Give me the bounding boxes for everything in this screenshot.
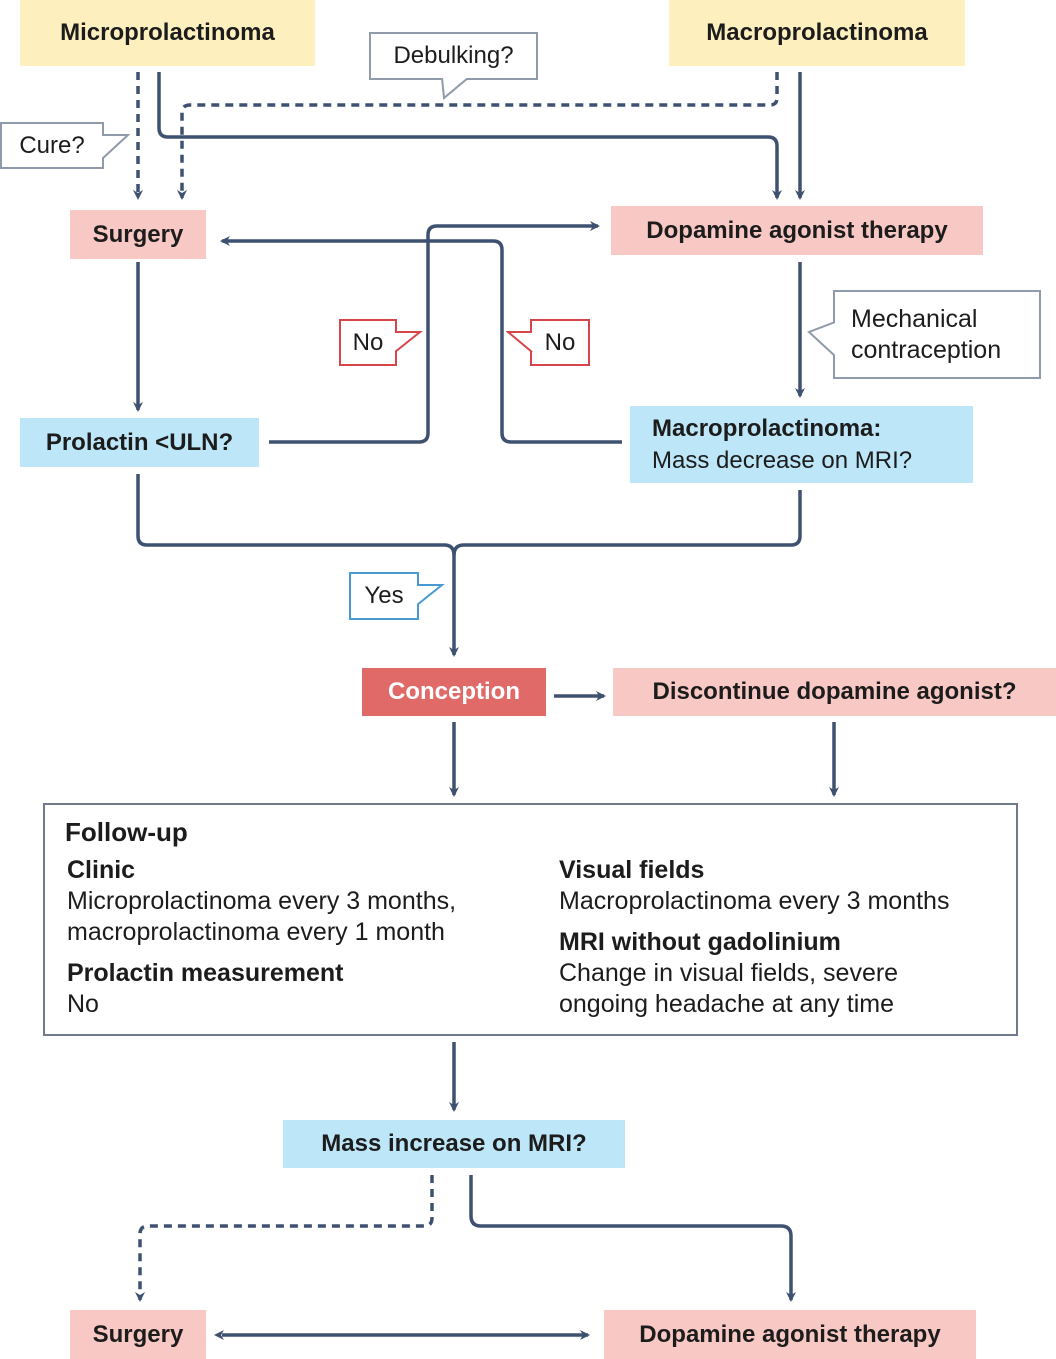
node-label: Prolactin <ULN? [45, 428, 234, 456]
no-left-callout: No [339, 319, 397, 366]
prolactin-heading: Prolactin measurement [67, 959, 344, 987]
no-left-callout-pointer [395, 331, 423, 353]
clinic-text: Microprolactinoma every 3 months, [67, 887, 457, 915]
conception-node: Conception [362, 668, 546, 716]
connector-massincrease-surgery [135, 1175, 434, 1302]
connector-prolactin-no-dopamine [269, 221, 600, 444]
mri-text: Change in visual fields, severe [559, 959, 899, 987]
node-label: Dopamine agonist therapy [646, 216, 948, 244]
callout-text: Debulking? [393, 42, 514, 69]
connector-yes-merge [136, 474, 459, 657]
callout-text: No [544, 328, 576, 356]
node-title: Macroprolactinoma: [652, 414, 882, 442]
node-label: Macroprolactinoma [706, 19, 928, 46]
macro-mass-decrease-node: Macroprolactinoma: Mass decrease on MRI? [630, 406, 973, 483]
mass-increase-node: Mass increase on MRI? [283, 1120, 625, 1168]
node-label: Surgery [92, 220, 184, 248]
cure-callout: Cure? [0, 122, 104, 169]
visual-fields-heading: Visual fields [559, 856, 705, 884]
node-label: Dopamine agonist therapy [639, 1320, 941, 1348]
microprolactinoma-node: Microprolactinoma [20, 0, 315, 66]
clinic-heading: Clinic [67, 856, 136, 884]
discontinue-node: Discontinue dopamine agonist? [613, 668, 1056, 716]
cure-callout-pointer [102, 134, 130, 160]
callout-text: No [352, 328, 384, 356]
macroprolactinoma-node: Macroprolactinoma [669, 0, 965, 66]
no-right-callout: No [530, 319, 590, 366]
connector-massincrease-dopamine [469, 1175, 796, 1302]
node-label: Surgery [92, 1320, 184, 1348]
surgery-top-node: Surgery [70, 210, 206, 259]
debulking-callout: Debulking? [369, 32, 538, 80]
visual-fields-value: Macroprolactinoma every 3 months [559, 887, 950, 915]
yes-callout-pointer [417, 584, 445, 606]
prolactin-uln-node: Prolactin <ULN? [20, 418, 259, 467]
callout-text: contraception [851, 335, 1002, 364]
followup-right-column: Visual fields Macroprolactinoma every 3 … [559, 855, 949, 1020]
node-label: Mass increase on MRI? [321, 1130, 587, 1157]
no-right-callout-pointer [506, 331, 533, 353]
connector-macro-surgery [177, 72, 779, 200]
yes-callout: Yes [349, 572, 419, 620]
mri-text: ongoing headache at any time [559, 990, 894, 1018]
debulking-callout-pointer [441, 78, 469, 100]
node-label: Conception [388, 678, 520, 705]
connector-micro-dopamine [157, 72, 782, 200]
callout-text: Mechanical [851, 304, 978, 333]
followup-left-column: Clinic Microprolactinoma every 3 months,… [67, 855, 456, 1020]
node-label: Microprolactinoma [60, 19, 275, 46]
surgery-bottom-node: Surgery [70, 1310, 206, 1359]
callout-text: Yes [364, 582, 404, 609]
clinic-text: macroprolactinoma every 1 month [67, 918, 445, 946]
connector-macrocheck-yes [452, 490, 802, 556]
node-text: Mass decrease on MRI? [652, 446, 913, 474]
mri-heading: MRI without gadolinium [559, 928, 841, 956]
node-label: Discontinue dopamine agonist? [652, 678, 1017, 705]
mechanical-callout-pointer [807, 321, 835, 357]
dopamine-top-node: Dopamine agonist therapy [611, 206, 983, 255]
mechanical-contraception-callout: Mechanical contraception [833, 290, 1041, 379]
connector-macro-no-surgery [220, 236, 622, 444]
prolactin-value: No [67, 990, 99, 1018]
followup-title: Follow-up [65, 817, 188, 847]
followup-panel: Follow-up Clinic Microprolactinoma every… [43, 803, 1018, 1036]
callout-text: Cure? [19, 131, 85, 159]
dopamine-bottom-node: Dopamine agonist therapy [604, 1310, 976, 1359]
